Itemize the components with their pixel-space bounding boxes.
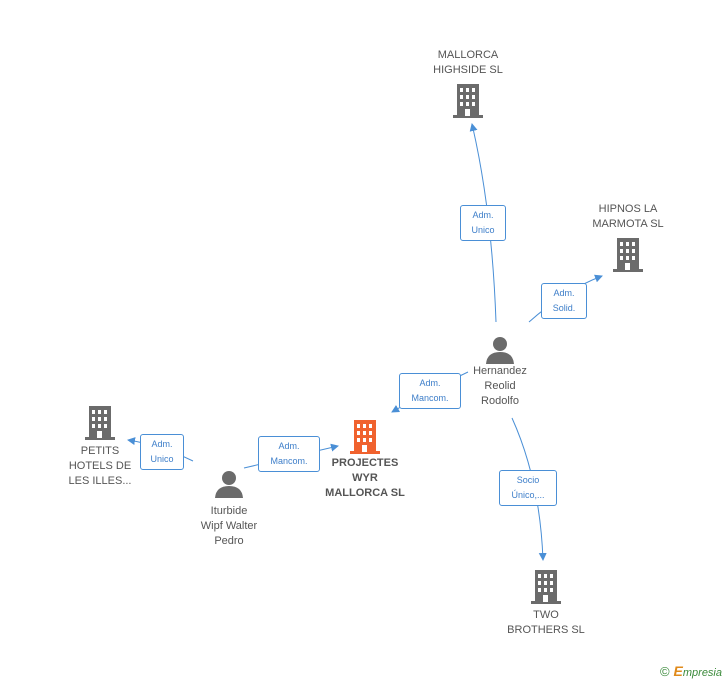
node-hipnos[interactable]: HIPNOS LA MARMOTA SL (578, 202, 678, 272)
building-icon (613, 238, 643, 272)
building-icon (531, 570, 561, 604)
person-icon (486, 337, 514, 364)
node-iturbide[interactable]: Iturbide Wipf Walter Pedro (176, 470, 282, 549)
node-label: Hernandez Reolid Rodolfo (473, 365, 527, 407)
node-hernandez[interactable]: Hernandez Reolid Rodolfo (450, 336, 550, 409)
node-projectes-main[interactable]: PROJECTES WYR MALLORCA SL (305, 420, 425, 501)
node-petits[interactable]: PETITS HOTELS DE LES ILLES... (50, 406, 150, 489)
copyright-symbol: © (659, 664, 670, 679)
node-label: PROJECTES WYR MALLORCA SL (325, 457, 405, 499)
node-mallorca-highside[interactable]: MALLORCA HIGHSIDE SL (418, 48, 518, 118)
person-icon (215, 471, 243, 498)
brand-credit: ©Empresia (660, 663, 722, 679)
node-label: MALLORCA HIGHSIDE SL (433, 49, 503, 76)
edge-label-adm-mancom[interactable]: Adm. Mancom. (399, 373, 461, 409)
brand-logo-letter: E (673, 663, 683, 679)
building-icon (85, 406, 115, 440)
edge-label-socio-unico[interactable]: Socio Único,... (499, 470, 557, 506)
edge-label-adm-solid[interactable]: Adm. Solid. (541, 283, 587, 319)
building-icon (350, 420, 380, 454)
brand-logo-text: mpresia (682, 667, 722, 679)
edge-label-adm-unico[interactable]: Adm. Unico (140, 434, 184, 470)
node-label: TWO BROTHERS SL (507, 609, 585, 636)
node-label: Iturbide Wipf Walter Pedro (200, 505, 258, 547)
node-label: HIPNOS LA MARMOTA SL (592, 203, 664, 230)
building-icon (453, 84, 483, 118)
node-label: PETITS HOTELS DE LES ILLES... (68, 445, 132, 487)
node-two-brothers[interactable]: TWO BROTHERS SL (496, 570, 596, 638)
edge-label-adm-mancom[interactable]: Adm. Mancom. (258, 436, 320, 472)
edge-label-adm-unico[interactable]: Adm. Unico (460, 205, 506, 241)
